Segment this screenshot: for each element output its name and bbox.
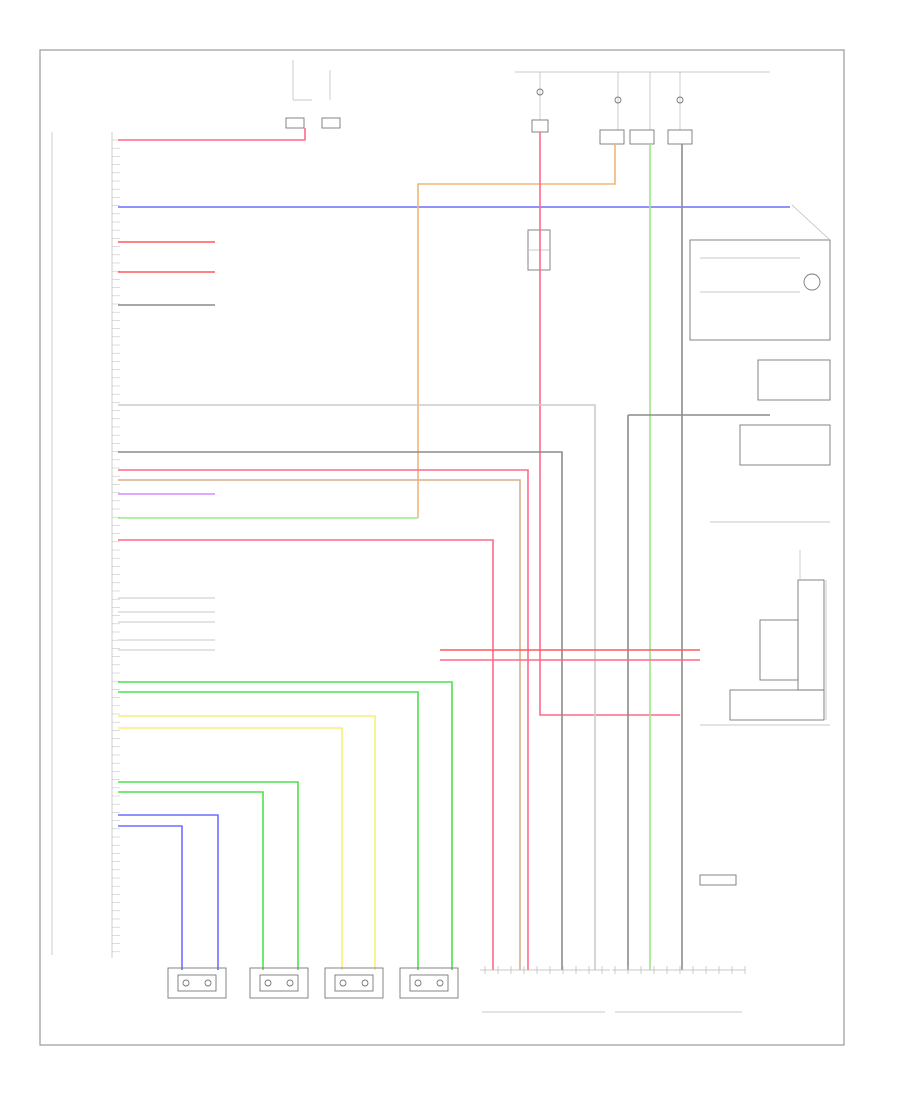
wheel-speed-sensor [167,967,227,999]
wire-pink-2 [118,469,529,970]
wire-green-c [118,781,299,970]
wire-light-gray-1 [118,404,596,970]
wire-blue-b [118,825,183,970]
top-left-connector [285,60,341,129]
wire-tan-1 [118,479,521,970]
wheel-speed-sensor [399,967,459,999]
wire-green-a [118,681,453,970]
wheel-speed-sensor [249,967,309,999]
wire-green-d [118,791,264,970]
bottom-sensors [167,966,746,999]
wire-blue-a [118,814,219,970]
top-right-fuse-block [515,71,770,145]
right-bottom-connector [699,874,737,886]
wire-green-b [118,691,419,970]
wires [118,128,790,970]
wire-pink-top [118,128,306,141]
right-module-upper [689,204,831,341]
wire-pink-3 [118,539,494,970]
wire-yellow-a [118,715,376,970]
ecm-pin-column [51,132,120,958]
bottom-connector-bars [480,969,745,1013]
mid-relay-connector [527,229,551,271]
wire-orange-upper [417,144,616,518]
wire-gray-2 [118,451,563,970]
right-module-middle [710,359,831,523]
diagram-frame [39,49,845,1046]
wheel-speed-sensor [324,967,384,999]
wire-yellow-b [118,727,343,970]
wire-pink-vertical [539,132,680,716]
combination-meter [700,550,830,726]
